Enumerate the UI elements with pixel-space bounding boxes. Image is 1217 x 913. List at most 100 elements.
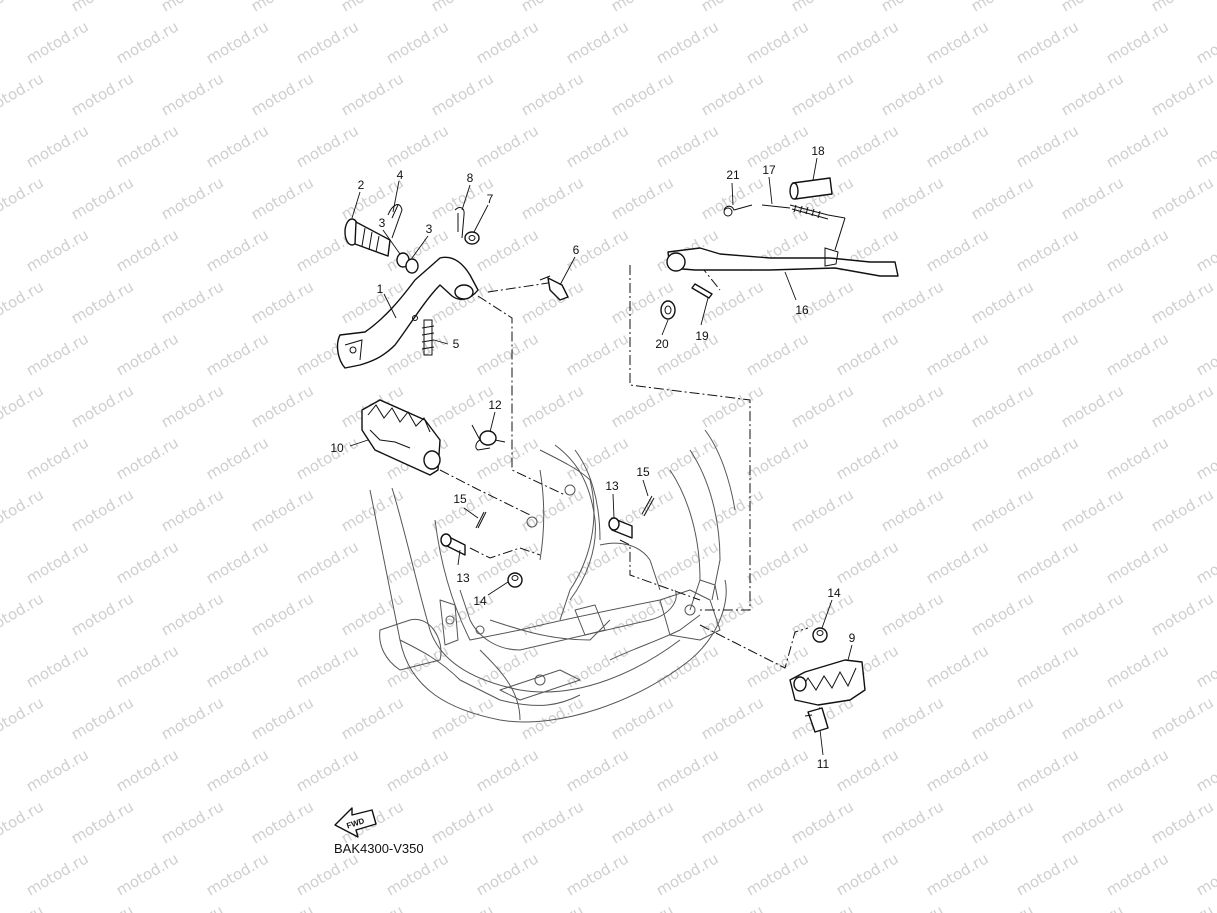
watermark-text: motod.ru [788, 69, 857, 119]
watermark-text: motod.ru [23, 225, 92, 275]
callout-8: 8 [467, 171, 474, 185]
leader-lines [349, 157, 853, 756]
diagram-code: BAK4300-V350 [334, 841, 424, 856]
watermark-text: motod.ru [113, 225, 182, 275]
watermark-text: motod.ru [248, 693, 317, 743]
watermark-text: motod.ru [23, 849, 92, 899]
watermark-text: motod.ru [158, 381, 227, 431]
watermark-text: motod.ru [698, 797, 767, 847]
bushing-13b [608, 517, 633, 539]
washer-7 [464, 231, 480, 245]
callout-1: 1 [377, 282, 384, 296]
watermark-text: motod.ru [968, 173, 1037, 223]
watermark-text: motod.ru [68, 0, 137, 15]
bolt-19 [691, 283, 713, 299]
watermark-text: motod.ru [1058, 381, 1127, 431]
watermark-text: motod.ru [743, 433, 812, 483]
callout-15a: 15 [453, 492, 467, 506]
callout-14a: 14 [473, 594, 487, 608]
watermark-text: motod.ru [743, 329, 812, 379]
watermark-text: motod.ru [1148, 381, 1217, 431]
watermark-text: motod.ru [338, 589, 407, 639]
clip-21 [723, 204, 753, 217]
spring-12 [471, 424, 506, 451]
watermark-text: motod.ru [293, 849, 362, 899]
callout-13b: 13 [605, 479, 619, 493]
watermark-text: motod.ru [833, 745, 902, 795]
watermark-text: motod.ru [0, 589, 47, 639]
watermark-text: motod.ru [0, 745, 2, 795]
watermark-text: motod.ru [698, 381, 767, 431]
watermark-text: motod.ru [788, 797, 857, 847]
watermark-text: motod.ru [698, 901, 767, 913]
watermark-text: motod.ru [968, 693, 1037, 743]
watermark-text: motod.ru [1058, 69, 1127, 119]
watermark-text: motod.ru [23, 329, 92, 379]
watermark-text: motod.ru [923, 641, 992, 691]
watermark-text: motod.ru [0, 121, 2, 171]
watermark-text: motod.ru [113, 745, 182, 795]
watermark-text: motod.ru [698, 69, 767, 119]
watermark-text: motod.ru [428, 0, 497, 15]
watermark-text: motod.ru [383, 537, 452, 587]
watermark-text: motod.ru [878, 693, 947, 743]
collar-14b [812, 627, 828, 643]
watermark-text: motod.ru [1148, 589, 1217, 639]
watermark-text: motod.ru [158, 0, 227, 15]
watermark-text: motod.ru [878, 69, 947, 119]
watermark-text: motod.ru [338, 693, 407, 743]
watermark-text: motod.ru [0, 225, 2, 275]
watermark-text: motod.ru [1103, 745, 1172, 795]
watermark-text: motod.ru [653, 745, 722, 795]
part-labels: 1 2 3 3 4 5 6 7 8 9 10 11 12 13 13 14 14… [330, 144, 855, 771]
watermark-text: motod.ru [743, 17, 812, 67]
watermark-text: motod.ru [1013, 121, 1082, 171]
watermark-text: motod.ru [563, 849, 632, 899]
footrest-10 [361, 399, 441, 476]
watermark-text: motod.ru [518, 381, 587, 431]
watermark-text: motod.ru [1058, 0, 1127, 15]
watermark-text: motod.ru [968, 485, 1037, 535]
watermark-text: motod.ru [563, 121, 632, 171]
watermark-text: motod.ru [1193, 433, 1217, 483]
watermark-text: motod.ru [338, 485, 407, 535]
watermark-text: motod.ru [1193, 537, 1217, 587]
watermark-text: motod.ru [203, 745, 272, 795]
watermark-text: motod.ru [0, 693, 47, 743]
bracket-11 [804, 707, 829, 733]
watermark-text: motod.ru [1013, 329, 1082, 379]
watermark-text: motod.ru [833, 537, 902, 587]
watermark-text: motod.ru [203, 225, 272, 275]
watermark-text: motod.ru [1058, 693, 1127, 743]
watermark-text: motod.ru [1103, 121, 1172, 171]
cotter-pin-4 [387, 204, 403, 239]
watermark-text: motod.ru [563, 745, 632, 795]
watermark-text: motod.ru [563, 537, 632, 587]
callout-18: 18 [811, 144, 825, 158]
watermark-text: motod.ru [1148, 277, 1217, 327]
watermark-text: motod.ru [878, 0, 947, 15]
watermark-text: motod.ru [473, 17, 542, 67]
watermark-text: motod.ru [68, 693, 137, 743]
watermark-text: motod.ru [698, 277, 767, 327]
watermark-text: motod.ru [383, 121, 452, 171]
callout-3b: 3 [426, 222, 433, 236]
watermark-text: motod.ru [113, 433, 182, 483]
watermark-text: motod.ru [968, 797, 1037, 847]
watermark-text: motod.ru [68, 901, 137, 913]
watermark-text: motod.ru [338, 901, 407, 913]
watermark-text: motod.ru [248, 901, 317, 913]
watermark-text: motod.ru [563, 329, 632, 379]
watermark-text: motod.ru [158, 277, 227, 327]
watermark-text: motod.ru [608, 173, 677, 223]
sleeve-18 [789, 177, 833, 200]
watermark-text: motod.ru [1013, 433, 1082, 483]
watermark-text: motod.ru [698, 0, 767, 15]
watermark-text: motod.ru [203, 641, 272, 691]
watermark-text: motod.ru [68, 797, 137, 847]
watermark-text: motod.ru [1193, 17, 1217, 67]
watermark-text: motod.ru [1103, 329, 1172, 379]
watermark-text: motod.ru [788, 485, 857, 535]
watermark-text: motod.ru [1013, 849, 1082, 899]
